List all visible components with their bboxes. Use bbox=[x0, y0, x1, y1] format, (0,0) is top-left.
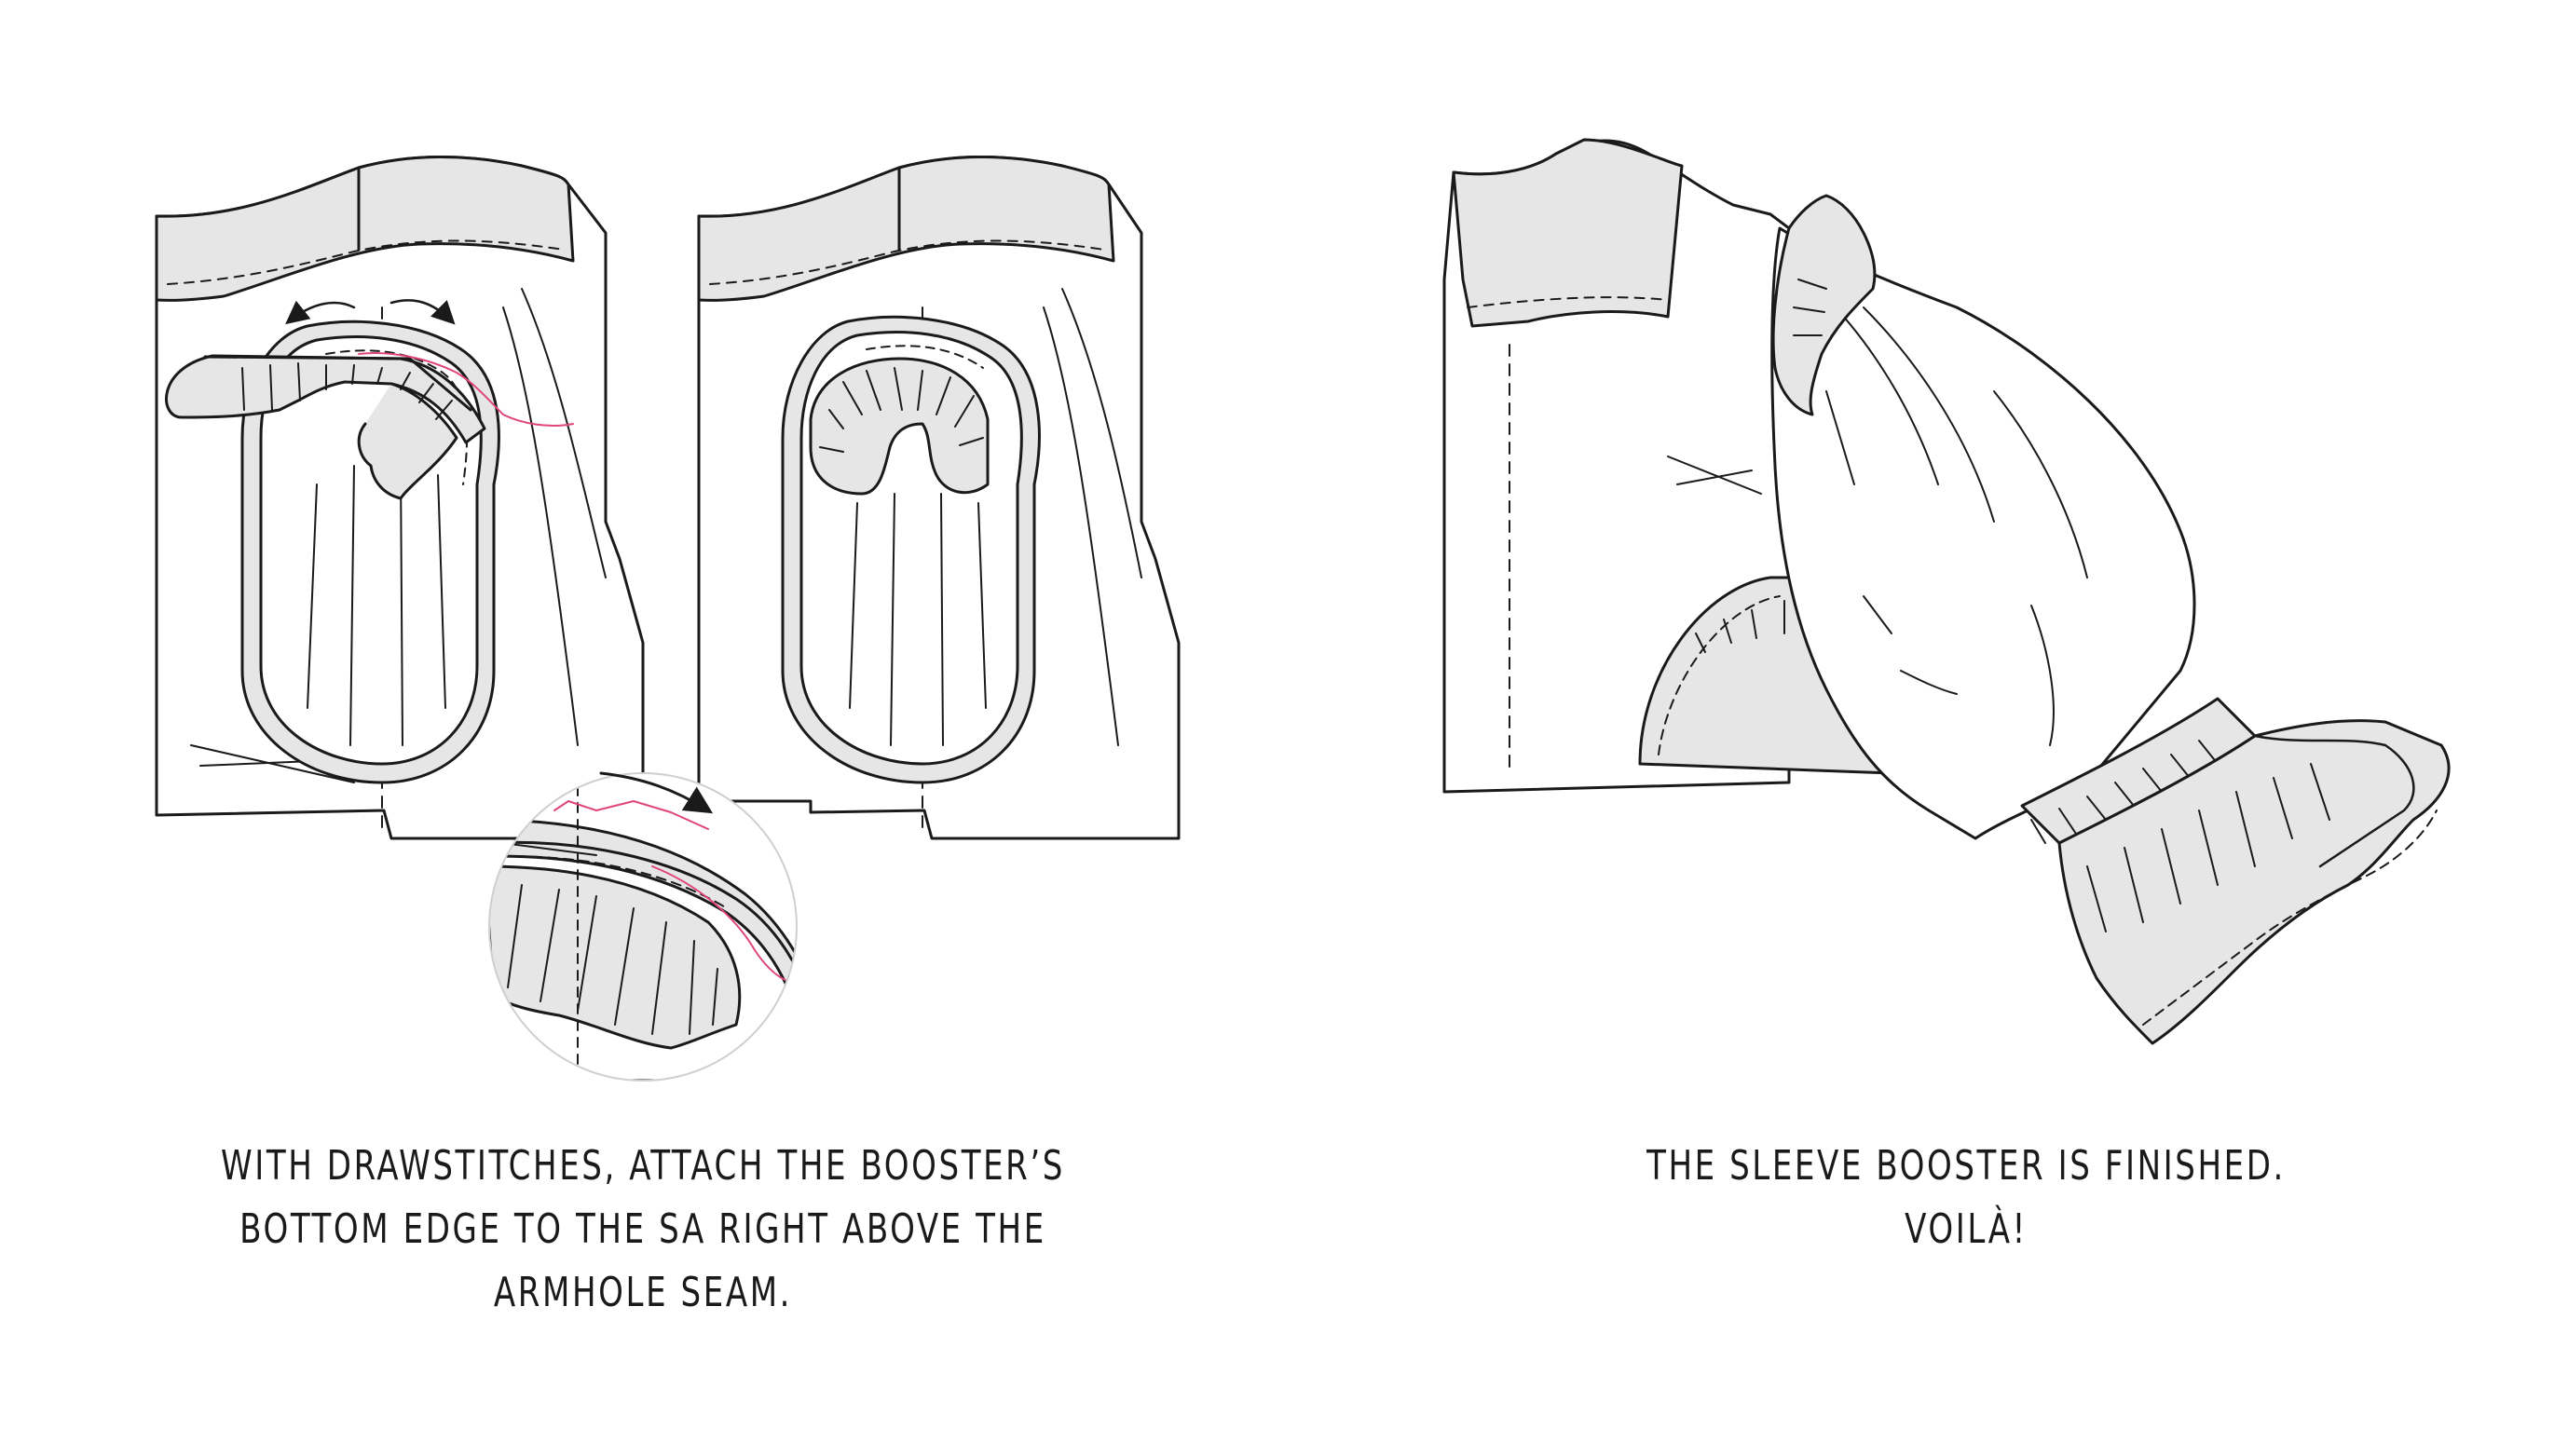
caption-line: THE SLEEVE BOOSTER IS FINISHED. bbox=[1525, 1135, 2407, 1198]
caption-line: VOILÀ! bbox=[1525, 1198, 2407, 1261]
caption-step: WITH DRAWSTITCHES, ATTACH THE BOOSTER’S … bbox=[202, 1135, 1084, 1325]
caption-line: BOTTOM EDGE TO THE SA RIGHT ABOVE THE bbox=[202, 1198, 1084, 1261]
caption-line: ARMHOLE SEAM. bbox=[202, 1261, 1084, 1325]
garment-finished bbox=[1444, 140, 2449, 1043]
caption-line: WITH DRAWSTITCHES, ATTACH THE BOOSTER’S bbox=[202, 1135, 1084, 1198]
garment-step-pinned bbox=[699, 156, 1179, 838]
caption-finished: THE SLEEVE BOOSTER IS FINISHED. VOILÀ! bbox=[1525, 1135, 2407, 1261]
garment-step-attach bbox=[157, 156, 643, 838]
